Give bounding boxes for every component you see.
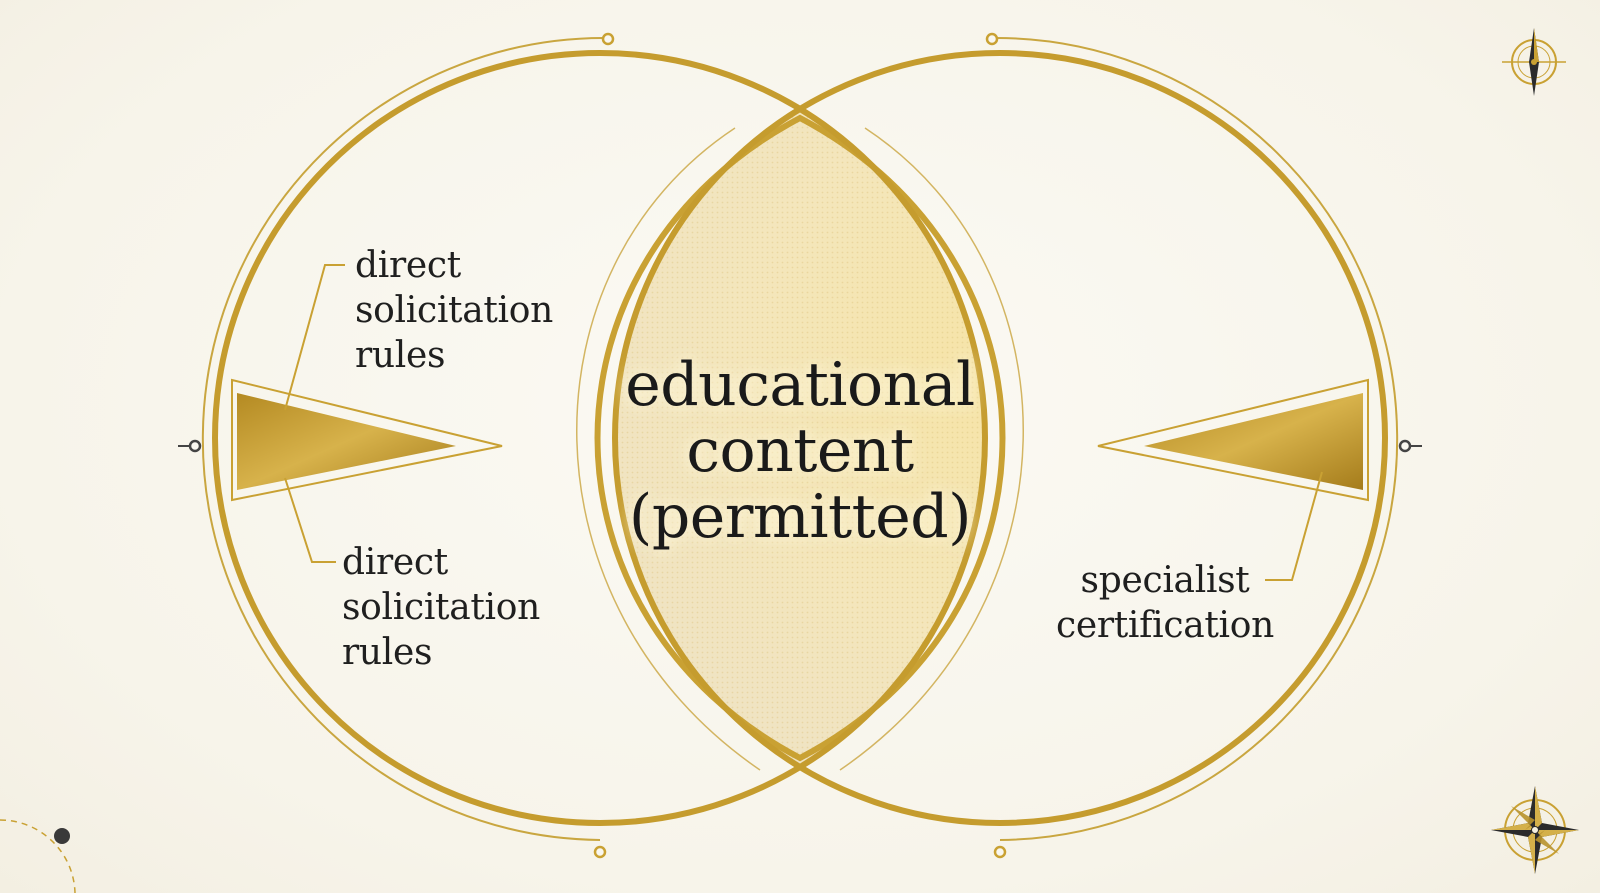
leader-line-right bbox=[1265, 471, 1323, 581]
lens-inner-outline bbox=[594, 114, 1006, 762]
left-label-top-line: rules bbox=[355, 335, 446, 376]
lens-outer-outline-right bbox=[839, 127, 1024, 771]
left-label-bottom-line: rules bbox=[342, 632, 433, 673]
intersection-label: educational content (permitted) bbox=[600, 352, 1000, 550]
right-circle bbox=[612, 32, 1422, 859]
intersection-label-line: content bbox=[686, 416, 914, 486]
right-label-line: certification bbox=[1055, 605, 1275, 646]
right-label: specialist certification bbox=[1040, 558, 1290, 648]
left-label-top: direct solicitation rules bbox=[355, 243, 553, 378]
compass-star-icon bbox=[1502, 28, 1566, 96]
left-label-bottom-line: direct bbox=[342, 542, 448, 583]
intersection-label-line: (permitted) bbox=[628, 482, 972, 552]
corner-orbit-decoration bbox=[0, 819, 76, 893]
intersection-lens bbox=[615, 53, 985, 823]
left-label-bottom: direct solicitation rules bbox=[342, 540, 540, 675]
left-circle bbox=[178, 32, 988, 859]
left-label-bottom-line: solicitation bbox=[342, 587, 541, 628]
right-wedge bbox=[1097, 378, 1369, 502]
intersection-label-line: educational bbox=[625, 350, 975, 420]
left-label-top-line: direct bbox=[355, 245, 461, 286]
right-label-line: specialist bbox=[1080, 560, 1250, 601]
leader-line-left-bottom bbox=[284, 477, 336, 563]
left-wedge bbox=[231, 378, 503, 502]
leader-line-left-top bbox=[284, 264, 345, 411]
lens-outer-outline-left bbox=[576, 127, 761, 771]
compass-star-icon bbox=[1491, 786, 1579, 874]
left-label-top-line: solicitation bbox=[355, 290, 554, 331]
